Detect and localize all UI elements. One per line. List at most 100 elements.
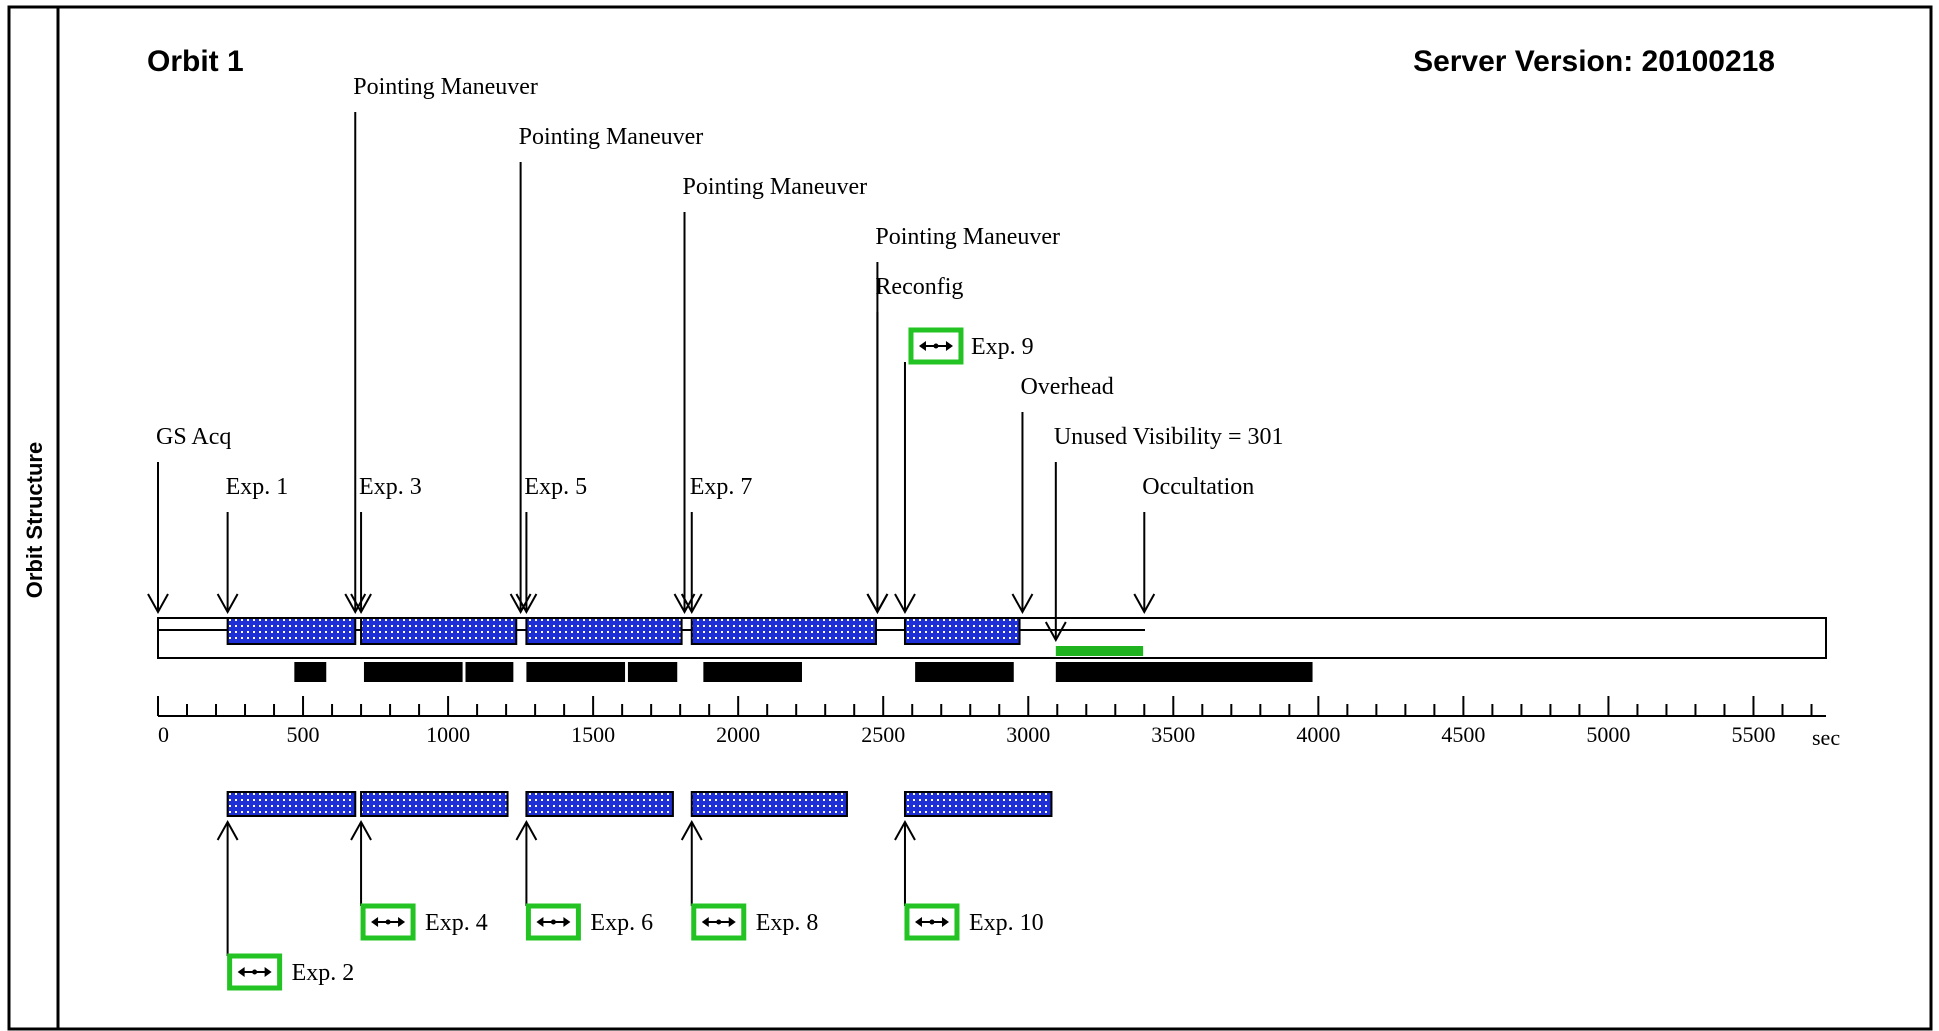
event-arrow-head <box>680 593 703 615</box>
exposure-icon-right-arrow <box>728 917 736 927</box>
lower-exposure-label: Exp. 6 <box>590 910 653 936</box>
axis-tick-label: 4500 <box>1441 722 1485 747</box>
unused-visibility-layer <box>1055 646 1144 656</box>
server-version: Server Version: 20100218 <box>1413 45 1775 78</box>
event-label: Pointing Maneuver <box>875 224 1060 250</box>
unused-visibility-bar <box>1055 646 1144 656</box>
event-label: Exp. 1 <box>226 474 289 500</box>
overhead-bar <box>363 662 463 682</box>
overhead-bar <box>294 662 327 682</box>
exposure-icon-right-arrow <box>398 917 406 927</box>
event-arrow-head <box>216 593 239 615</box>
lower-exposure-label: Exp. 10 <box>969 910 1044 936</box>
side-label: Orbit Structure <box>22 442 47 598</box>
axis-unit-label: sec <box>1812 725 1840 750</box>
event-label: Reconfig <box>875 274 963 300</box>
lower-exposure-arrow-head <box>216 819 239 841</box>
outer-frame <box>7 5 1933 1031</box>
exposure-icon-dot <box>252 969 258 975</box>
upper-exposure-box <box>690 617 877 645</box>
lower-exposure-label: Exp. 8 <box>756 910 819 936</box>
lower-exposure-box <box>690 791 848 817</box>
event-label: Occultation <box>1142 474 1254 500</box>
exposure-icon-right-arrow <box>945 341 953 351</box>
overhead-bar <box>526 662 626 682</box>
lower-exposure-box <box>903 791 1053 817</box>
page-title: Orbit 1 <box>147 45 244 78</box>
exposure-icon <box>227 953 283 991</box>
event-label: Exp. 7 <box>690 474 753 500</box>
exposure-icon-left-arrow <box>371 917 379 927</box>
exposure-icon-dot <box>385 919 391 925</box>
event-label: Pointing Maneuver <box>353 74 538 100</box>
lower-exposure-label: Exp. 2 <box>292 960 355 986</box>
lower-exposures: Exp. 2 Exp. 4 Exp. 6 Exp. 8 Exp. 10 <box>216 791 1053 991</box>
event-label: Pointing Maneuver <box>683 174 868 200</box>
exposure-icon-left-arrow <box>914 917 922 927</box>
axis-tick-label: 4000 <box>1296 722 1340 747</box>
event-arrow-head <box>1011 593 1034 615</box>
overhead-bar <box>627 662 678 682</box>
lower-exposure-arrow-head <box>350 819 372 841</box>
event-arrow-head <box>350 593 372 615</box>
event-label: Exp. 3 <box>359 474 422 500</box>
upper-exposure-box <box>226 617 357 645</box>
exposure-icon-left-arrow <box>536 917 544 927</box>
exposure-icon <box>908 327 964 365</box>
event-arrow-head <box>1044 621 1067 643</box>
axis-tick-label: 500 <box>287 722 320 747</box>
upper-exposure-box <box>360 617 518 645</box>
exposure-icon-dot <box>716 919 722 925</box>
event-label: Unused Visibility = 301 <box>1054 424 1284 450</box>
lower-exposure-box <box>525 791 674 817</box>
overhead-bars <box>294 662 1313 682</box>
event-arrow-head <box>515 593 538 615</box>
event-label: Pointing Maneuver <box>519 124 704 150</box>
exposure-icon-right-arrow <box>563 917 571 927</box>
event-label: Exp. 5 <box>524 474 587 500</box>
exposure-icon <box>525 903 581 941</box>
lower-exposure-label: Exp. 4 <box>425 910 488 936</box>
event-label: Exp. 9 <box>971 334 1034 360</box>
event-arrow-head <box>894 593 916 615</box>
axis-tick-label: 2000 <box>716 722 760 747</box>
upper-exposure-box <box>525 617 683 645</box>
lower-exposure-box <box>360 791 509 817</box>
axis-tick-label: 0 <box>158 722 169 747</box>
exposure-icon <box>360 903 416 941</box>
axis-tick-label: 3500 <box>1151 722 1195 747</box>
lower-exposure-arrow-head <box>515 819 538 841</box>
axis-tick-label: 3000 <box>1006 722 1050 747</box>
lower-exposure-box <box>226 791 357 817</box>
exposure-icon-left-arrow <box>701 917 709 927</box>
exposure-icon-dot <box>933 343 939 349</box>
event-label: Overhead <box>1020 374 1113 400</box>
overhead-bar <box>703 662 802 682</box>
lower-exposure-arrow-head <box>680 819 703 841</box>
event-label: GS Acq <box>156 424 231 450</box>
lower-exposure-arrow-head <box>894 819 916 841</box>
axis-tick-label: 2500 <box>861 722 905 747</box>
exposure-icon <box>691 903 747 941</box>
exposure-icon-dot <box>929 919 935 925</box>
event-arrow-head <box>1133 593 1156 615</box>
overhead-bar <box>465 662 514 682</box>
overhead-bar <box>1055 662 1313 682</box>
exposure-icon-left-arrow <box>237 967 245 977</box>
exposure-icon-right-arrow <box>941 917 949 927</box>
axis-tick-label: 1500 <box>571 722 615 747</box>
event-arrow-head <box>866 593 889 615</box>
overhead-bar <box>915 662 1014 682</box>
exposure-icon <box>904 903 960 941</box>
exposure-icon-dot <box>550 919 556 925</box>
exposure-icon-left-arrow <box>918 341 926 351</box>
upper-exposures <box>226 617 1021 645</box>
exposure-icon-right-arrow <box>264 967 272 977</box>
axis-tick-label: 5500 <box>1731 722 1775 747</box>
upper-exposure-box <box>903 617 1021 645</box>
event-arrow-head <box>147 593 169 615</box>
axis-tick-label: 5000 <box>1586 722 1630 747</box>
